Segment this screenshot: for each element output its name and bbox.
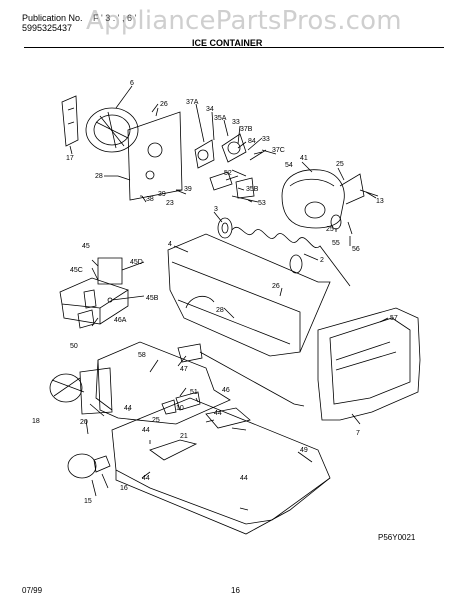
footer-page-number: 16 (231, 586, 240, 595)
part-callout: 6 (130, 80, 134, 87)
part-callout: 26 (272, 283, 280, 290)
part-callout: 7 (356, 430, 360, 437)
part-callout: 52 (224, 170, 232, 177)
part-callout: 28 (216, 307, 224, 314)
part-callout: 55 (332, 240, 340, 247)
part-callout: 84 (248, 138, 256, 145)
part-callout: 23 (166, 200, 174, 207)
part-callout: 39 (158, 191, 166, 198)
part-callout: 25 (152, 417, 160, 424)
part-callout: 13 (376, 198, 384, 205)
footer-date: 07/99 (22, 586, 43, 595)
part-callout: 45B (146, 295, 159, 302)
part-callout: 49 (300, 447, 308, 454)
part-callout: 25 (326, 226, 334, 233)
part-callout: 18 (32, 418, 40, 425)
part-callout: 34 (206, 106, 214, 113)
part-callout: 44 (142, 427, 150, 434)
part-callout: 38 (146, 196, 154, 203)
part-callout: 21 (180, 433, 188, 440)
part-callout: 35A (214, 115, 227, 122)
part-callout: 45D (130, 259, 143, 266)
part-callout: 47 (180, 366, 188, 373)
part-callout: 45 (82, 243, 90, 250)
model-number: F ' 3 . ' , 6 ' (93, 13, 137, 23)
part-callout: 25 (336, 161, 344, 168)
part-callout: 33 (232, 119, 240, 126)
part-callout: 50 (70, 343, 78, 350)
part-callout: 53 (258, 200, 266, 207)
part-callout: 58 (138, 352, 146, 359)
part-callout: 57 (390, 315, 398, 322)
part-callout: 16 (120, 485, 128, 492)
part-callout: 44 (142, 475, 150, 482)
part-callout: 4 (168, 241, 172, 248)
part-callout: 56 (352, 246, 360, 253)
part-callout: 51 (190, 389, 198, 396)
part-callout: 17 (66, 155, 74, 162)
header-rule (24, 47, 444, 48)
watermark: AppliancePartsPros.com (86, 6, 402, 36)
part-callout: 33 (262, 136, 270, 143)
part-callout: 3 (214, 206, 218, 213)
part-callout: 44 (240, 475, 248, 482)
part-callout: 20 (80, 419, 88, 426)
part-callout: 37A (186, 99, 199, 106)
part-callout: 37C (272, 147, 285, 154)
part-callout: 54 (285, 162, 293, 169)
part-callout: 37B (240, 126, 253, 133)
part-callout: 10 (176, 405, 184, 412)
part-callout: 26 (160, 101, 168, 108)
part-callout: 28 (95, 173, 103, 180)
part-callout: 41 (300, 155, 308, 162)
part-callout: 46 (222, 387, 230, 394)
diagram-code: P56Y0021 (378, 533, 416, 542)
part-callout: 46A (114, 317, 127, 324)
part-callout: 35B (246, 186, 259, 193)
part-callout: 44 (124, 405, 132, 412)
publication-label: Publication No. (22, 13, 83, 23)
part-callout: 44 (214, 410, 222, 417)
part-callout: 39 (184, 186, 192, 193)
part-callout: 15 (84, 498, 92, 505)
section-title: ICE CONTAINER (192, 38, 263, 48)
publication-number: 5995325437 (22, 23, 73, 33)
part-callout: 45C (70, 267, 83, 274)
part-callout: 2 (320, 257, 324, 264)
